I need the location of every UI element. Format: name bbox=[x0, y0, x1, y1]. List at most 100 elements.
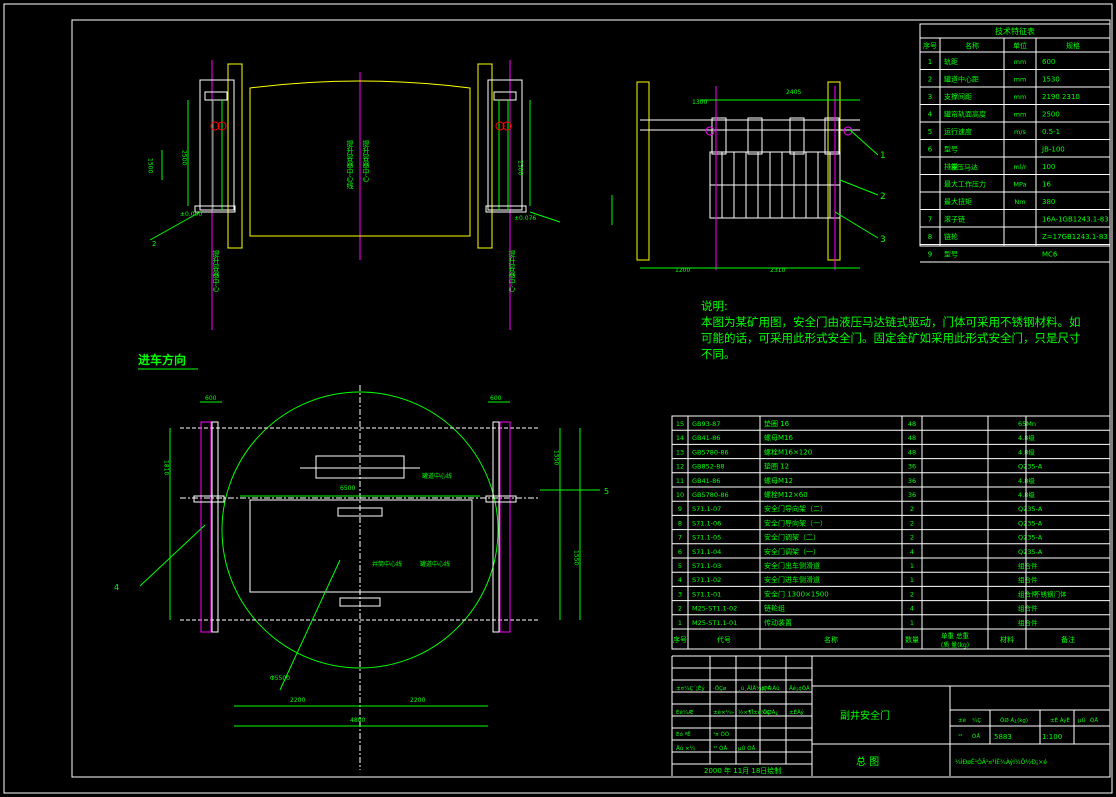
part-name: 螺母M12 bbox=[764, 476, 793, 485]
part-code: GB93-87 bbox=[692, 420, 720, 428]
mark-2: 2 bbox=[152, 240, 156, 248]
part-code: S71.1-07 bbox=[692, 505, 721, 513]
tech-row-name: 型号 bbox=[944, 250, 958, 259]
dim-top: 2405 bbox=[786, 89, 801, 96]
plan-door bbox=[249, 499, 473, 593]
tech-row-no: 1 bbox=[928, 58, 932, 66]
tech-row-no: 7 bbox=[928, 216, 932, 224]
part-code: S71.1-04 bbox=[692, 548, 721, 556]
part-no: 15 bbox=[676, 420, 684, 428]
part-code: GB41-86 bbox=[692, 477, 720, 485]
part-material: 组合件 bbox=[1018, 604, 1038, 613]
plan-dim-4800: 4800 bbox=[350, 717, 365, 724]
date-line: 2000 年 11月 18日绘制 bbox=[704, 766, 781, 775]
tech-row-name: 排量 bbox=[944, 162, 958, 171]
plan-dim-600-left: 600 bbox=[205, 395, 217, 402]
rev-cell: ±¤¼Ç´¦Êý bbox=[676, 684, 705, 692]
tech-row-spec: 2190 2310 bbox=[1042, 93, 1080, 101]
notes-title: 说明: bbox=[701, 299, 728, 313]
plan-dim-1550b: 1550 bbox=[573, 550, 580, 565]
callout-3: 3 bbox=[880, 235, 886, 245]
tech-row-spec: 0.5-1 bbox=[1042, 128, 1060, 136]
plan-dim-600-right: 600 bbox=[490, 395, 502, 402]
callout-1: 1 bbox=[880, 151, 886, 161]
tech-row-no: 5 bbox=[928, 128, 932, 136]
parts-header-remark: 备注 bbox=[1061, 635, 1075, 644]
tech-row-name: 最大扭矩 bbox=[944, 197, 972, 206]
tech-row-unit: m/s bbox=[1014, 128, 1027, 136]
part-qty: 1 bbox=[910, 619, 914, 627]
part-name: 安全门进车侧滑道 bbox=[764, 575, 820, 584]
part-no: 5 bbox=[678, 562, 682, 570]
plan-dim-dia: Φ5500 bbox=[270, 675, 290, 682]
parts-header-no: 序号 bbox=[673, 635, 687, 644]
tech-header-0: 序号 bbox=[923, 41, 937, 50]
tech-table-title: 技术特征表 bbox=[995, 26, 1035, 36]
scale-cell: ¹² bbox=[958, 733, 962, 740]
rev-cell: ÖØÁ¿ bbox=[763, 709, 778, 716]
tech-row-spec: 2500 bbox=[1042, 111, 1060, 119]
tech-row-unit: mm bbox=[1014, 111, 1027, 119]
tech-row-no: 8 bbox=[928, 233, 932, 241]
part-no: 9 bbox=[678, 505, 682, 513]
part-qty: 2 bbox=[910, 519, 914, 527]
dim-bottom-left: 1200 bbox=[675, 267, 690, 274]
part-code: S71.1-05 bbox=[692, 534, 721, 542]
part-material: 4.8级 bbox=[1018, 433, 1035, 442]
part-material: Q235-A bbox=[1018, 548, 1043, 556]
dim-left-top: 1300 bbox=[692, 99, 707, 106]
scale-cell: ÖØ Á¿(kg) bbox=[1000, 717, 1028, 724]
part-code: GB852-88 bbox=[692, 463, 725, 471]
part-material: 4.8级 bbox=[1018, 490, 1035, 499]
right-wall bbox=[477, 63, 493, 249]
plan-callout-4: 4 bbox=[114, 583, 119, 592]
part-name: 安全门调架（一） bbox=[764, 547, 820, 556]
dim-1500: 1500 bbox=[147, 158, 154, 173]
part-qty: 48 bbox=[908, 448, 916, 456]
center-label-mid: 提升容器中心 bbox=[362, 139, 370, 182]
tech-row-name: 罐道中心距 bbox=[944, 75, 979, 84]
tech-header-1: 名称 bbox=[965, 41, 979, 50]
dim-1300: 1300 bbox=[517, 160, 524, 175]
part-code: S71.1-02 bbox=[692, 576, 721, 584]
part-no: 1 bbox=[678, 619, 682, 627]
part-name: 安全门导向架（一） bbox=[764, 518, 827, 527]
part-material: 组合件 bbox=[1018, 618, 1038, 627]
tech-row-no: 4 bbox=[928, 111, 933, 119]
side-label-right: 提升容器中心 bbox=[508, 249, 516, 292]
part-remark: 不锈钢门体 bbox=[1034, 589, 1067, 598]
part-material: 组合件 bbox=[1018, 575, 1038, 584]
parts-header-weight-sub: (质 量(kg) bbox=[941, 641, 969, 649]
door-body bbox=[249, 80, 471, 237]
part-material: 65Mn bbox=[1018, 420, 1036, 428]
part-code: GB5780-86 bbox=[692, 448, 729, 456]
part-material: 组合件 bbox=[1018, 561, 1038, 570]
rev-cell: Åú ×¼ bbox=[676, 745, 696, 752]
rev-cell: Éó ºË bbox=[676, 730, 691, 738]
part-name: 安全门出车侧滑道 bbox=[764, 561, 820, 570]
parts-header-weight: 单重 总重 bbox=[941, 631, 970, 640]
tech-row-unit: Nm bbox=[1014, 198, 1025, 206]
tech-row-spec: 1530 bbox=[1042, 76, 1060, 84]
part-qty: 2 bbox=[910, 590, 914, 598]
part-no: 12 bbox=[676, 463, 684, 471]
part-name: 螺栓M16×120 bbox=[764, 447, 812, 456]
part-code: M25-ST1.1-02 bbox=[692, 605, 737, 613]
dim-bottom-mid: 2310 bbox=[770, 267, 785, 274]
part-code: S71.1-03 bbox=[692, 562, 721, 570]
part-qty: 4 bbox=[910, 548, 914, 556]
scale-cell: ÕÅ bbox=[972, 733, 980, 740]
direction-label: 进车方向 bbox=[138, 352, 186, 367]
tech-row-name: 滚子链 bbox=[944, 215, 965, 224]
part-qty: 36 bbox=[908, 477, 916, 485]
plan-view bbox=[138, 368, 600, 770]
rev-cell: ±ÈÀý bbox=[789, 708, 804, 716]
scale-cell: ±ê bbox=[958, 717, 967, 724]
plan-dim-1550a: 1550 bbox=[553, 450, 560, 465]
part-qty: 36 bbox=[908, 491, 916, 499]
parts-header-material: 材料 bbox=[1000, 635, 1014, 644]
part-material: Q235-A bbox=[1018, 463, 1043, 471]
